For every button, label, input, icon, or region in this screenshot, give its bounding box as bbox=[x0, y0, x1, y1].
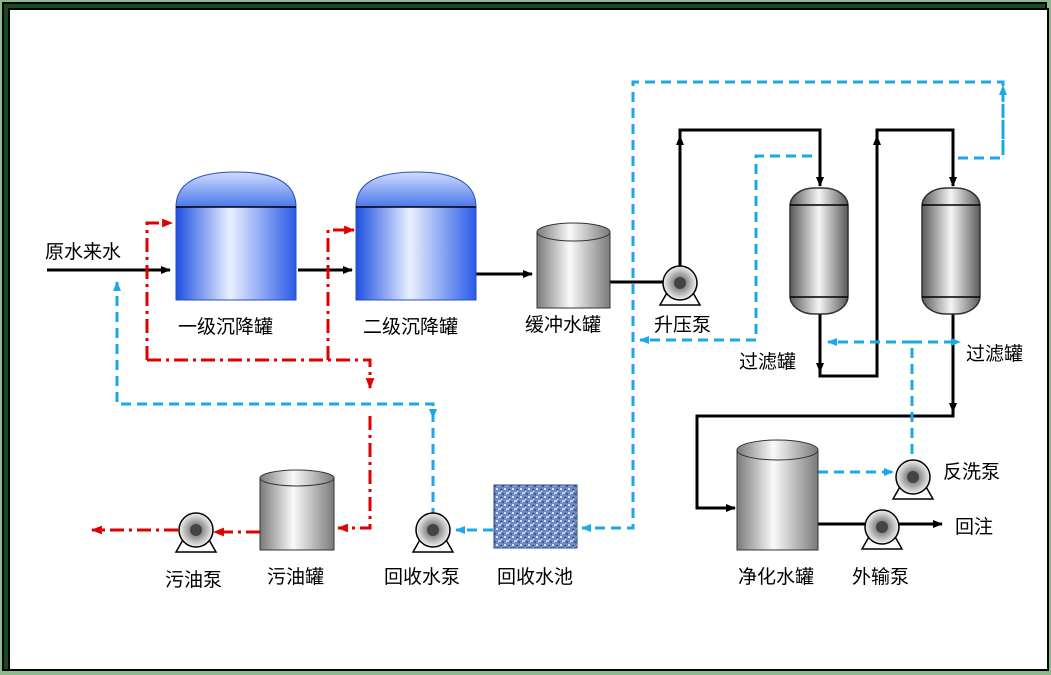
backwash-supply-line bbox=[827, 338, 914, 470]
raw-water-inlet-label: 原水来水 bbox=[45, 241, 121, 263]
backwash-pump bbox=[891, 459, 935, 500]
primary-settling-tank bbox=[175, 171, 297, 301]
secondary-settling-tank-label: 二级沉降罐 bbox=[363, 316, 458, 338]
sewage-oil-tank-label: 污油罐 bbox=[267, 566, 324, 588]
recovery-water-pool-label: 回收水池 bbox=[497, 566, 573, 588]
oil-flow-lines bbox=[90, 218, 375, 537]
booster-pump bbox=[658, 265, 702, 306]
reinjection-label: 回注 bbox=[955, 516, 993, 538]
oil-line-to-oil-tank bbox=[336, 416, 372, 533]
backwash-line-filter-1-top bbox=[639, 154, 812, 344]
booster-pump-label: 升压泵 bbox=[654, 314, 711, 336]
backwash-return-to-pool bbox=[581, 80, 1005, 532]
sewage-oil-pump bbox=[174, 512, 218, 553]
primary-settling-tank-label: 一级沉降罐 bbox=[178, 316, 273, 338]
recovery-line-pump-to-inlet bbox=[113, 281, 435, 518]
process-flow-diagram: 原水来水 一级沉降罐 二级沉降罐 缓冲水罐 升压泵 过滤罐 过滤罐 反洗泵 回注… bbox=[45, 80, 1023, 591]
process-flow-lines bbox=[47, 128, 957, 528]
buffer-water-tank bbox=[536, 222, 611, 309]
sewage-oil-tank bbox=[259, 469, 335, 551]
clean-water-tank bbox=[736, 439, 819, 551]
export-pump-label: 外输泵 bbox=[852, 566, 909, 588]
filter-tank-1-label: 过滤罐 bbox=[739, 351, 796, 373]
recovery-water-pump bbox=[411, 512, 455, 553]
oil-line-primary-overflow bbox=[145, 218, 174, 360]
diagram-canvas: 原水来水 一级沉降罐 二级沉降罐 缓冲水罐 升压泵 过滤罐 过滤罐 反洗泵 回注… bbox=[8, 8, 1049, 671]
recovery-water-pool bbox=[493, 484, 578, 549]
recovery-flow-lines bbox=[113, 80, 1007, 534]
recovery-water-pump-label: 回收水泵 bbox=[384, 566, 460, 588]
buffer-water-tank-label: 缓冲水罐 bbox=[525, 314, 601, 336]
backwash-line-filter-2-top bbox=[958, 130, 1005, 160]
sewage-oil-pump-label: 污油泵 bbox=[165, 569, 222, 591]
backwash-pump-label: 反洗泵 bbox=[943, 461, 1000, 483]
filter-tank-2 bbox=[921, 187, 981, 315]
export-pump bbox=[860, 509, 904, 550]
oil-line-collector bbox=[147, 358, 375, 390]
filter-tank-2-label: 过滤罐 bbox=[966, 343, 1023, 365]
oil-line-secondary-overflow bbox=[326, 225, 356, 360]
clean-water-tank-label: 净化水罐 bbox=[738, 566, 814, 588]
secondary-settling-tank bbox=[355, 171, 477, 301]
filter-tank-1 bbox=[789, 187, 849, 315]
